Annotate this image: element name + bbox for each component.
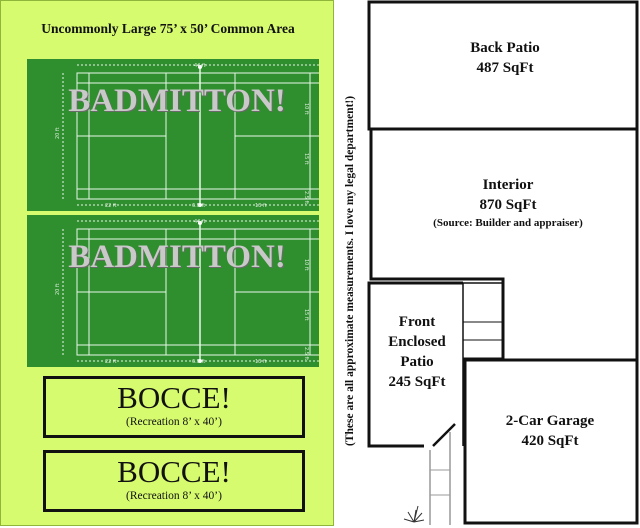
- garage-area: 420 SqFt: [521, 433, 579, 449]
- dim-bottom-mid: 6.5 ft: [192, 359, 205, 365]
- front-patio-name-3: Patio: [400, 354, 434, 370]
- interior-area: 870 SqFt: [479, 197, 537, 213]
- garage-outline: [463, 358, 639, 525]
- dim-left: 20 ft: [55, 283, 61, 295]
- dim-bottom-left: 22 ft: [105, 359, 117, 365]
- bocce-title: BOCCE!: [117, 454, 231, 489]
- court-title: BADMITTON!: [68, 239, 286, 275]
- front-patio-name-1: Front: [398, 314, 436, 330]
- badminton-court-2: 44 ft 22 ft 6.5 ft 13 ft 20 ft 10 ft 15 …: [27, 215, 319, 367]
- bocce-court-2: BOCCE! (Recreation 8’ x 40’): [43, 450, 305, 512]
- back-patio-area: 487 SqFt: [476, 60, 534, 76]
- court-lines: 44 ft 22 ft 6.5 ft 13 ft 20 ft 10 ft 15 …: [55, 219, 319, 365]
- common-area-panel: Uncommonly Large 75’ x 50’ Common Area: [0, 0, 334, 526]
- shrub-icon: [403, 505, 425, 523]
- badminton-court-1: 44 ft 22 ft 6.5 ft 13 ft 20 ft 10 ft 15 …: [27, 59, 319, 211]
- interior-label: Interior 870 SqFt (Source: Builder and a…: [406, 175, 610, 231]
- dim-right-top: 10 ft: [303, 103, 309, 115]
- bocce-subtitle: (Recreation 8’ x 40’): [126, 490, 222, 502]
- front-patio-area: 245 SqFt: [388, 374, 446, 390]
- dim-bottom-mid: 6.5 ft: [192, 203, 205, 209]
- common-area-title: Uncommonly Large 75’ x 50’ Common Area: [41, 21, 295, 36]
- dim-right-bot: 2.5 ft: [303, 347, 309, 360]
- court-lines: 44 ft 22 ft 6.5 ft 13 ft 20 ft 10 ft 15 …: [55, 63, 319, 209]
- front-patio-label: Front Enclosed Patio 245 SqFt: [372, 312, 462, 392]
- garage-name: 2-Car Garage: [505, 413, 595, 429]
- dim-bottom-left: 22 ft: [105, 203, 117, 209]
- back-patio-outline: [367, 0, 639, 131]
- bocce-subtitle: (Recreation 8’ x 40’): [126, 416, 222, 428]
- dim-right-bot: 2.5 ft: [303, 191, 309, 204]
- back-patio-name: Back Patio: [470, 40, 540, 56]
- front-patio-outline: [367, 281, 463, 448]
- interior-name: Interior: [482, 177, 534, 193]
- dim-left: 20 ft: [55, 127, 61, 139]
- dim-right-top: 10 ft: [303, 259, 309, 271]
- dim-bottom-right: 13 ft: [255, 203, 267, 209]
- interior-source: (Source: Builder and appraiser): [433, 217, 583, 229]
- dim-top: 44 ft: [194, 63, 206, 69]
- dim-bottom-right: 13 ft: [255, 359, 267, 365]
- bocce-court-1: BOCCE! (Recreation 8’ x 40’): [43, 376, 305, 438]
- front-patio-name-2: Enclosed: [388, 334, 446, 350]
- dim-top: 44 ft: [194, 219, 206, 225]
- bocce-title: BOCCE!: [117, 380, 231, 415]
- back-patio-label: Back Patio 487 SqFt: [440, 38, 570, 78]
- court-title: BADMITTON!: [68, 83, 286, 119]
- garage-label: 2-Car Garage 420 SqFt: [480, 411, 620, 451]
- dim-right-mid: 15 ft: [303, 309, 309, 321]
- dim-right-mid: 15 ft: [303, 153, 309, 165]
